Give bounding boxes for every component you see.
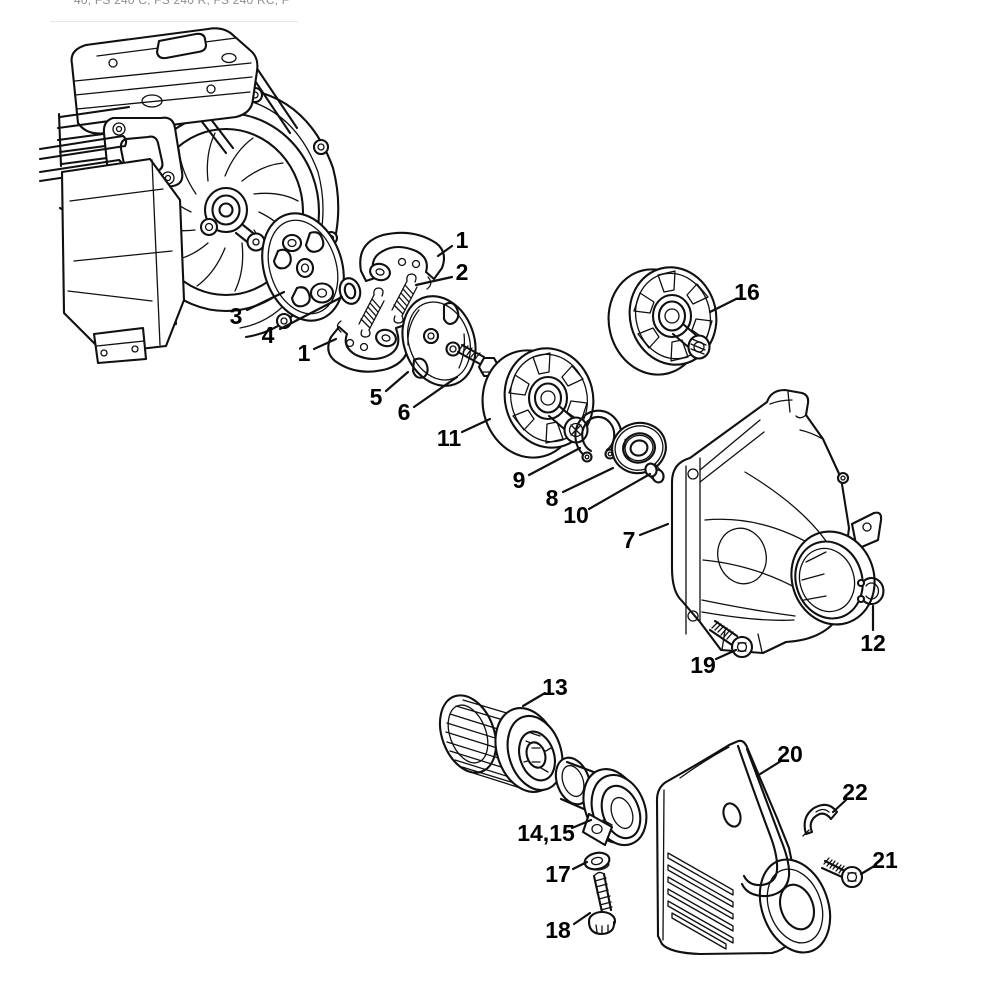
callout-leader-line bbox=[521, 691, 547, 708]
callout-label: 6 bbox=[398, 399, 411, 425]
callout-label: 11 bbox=[437, 425, 462, 451]
callout-label: 8 bbox=[546, 485, 559, 511]
part-clutch-drum-11 bbox=[481, 347, 595, 459]
callout-leader-line bbox=[831, 798, 848, 814]
part-bearing-8 bbox=[611, 421, 667, 475]
callout-label: 10 bbox=[563, 502, 589, 528]
callout-label: 1 bbox=[456, 227, 469, 253]
part-clamp-sleeve-14-15 bbox=[554, 756, 648, 847]
sleeve-ribs bbox=[445, 699, 531, 792]
callout-leader-line bbox=[570, 818, 593, 830]
page-header: 40, FS 240 C, FS 240 R, FS 240 RC, F bbox=[0, 0, 1000, 17]
callout-label: 13 bbox=[542, 674, 568, 700]
part-clip-22 bbox=[802, 803, 839, 837]
part-bushing-10 bbox=[644, 462, 665, 484]
cover-louvers bbox=[667, 852, 734, 950]
part-gear-housing-7 bbox=[670, 388, 883, 655]
callout-label: 16 bbox=[734, 279, 760, 305]
part-clutch-shoe-lower-1 bbox=[327, 320, 411, 373]
part-coupling-sleeve-13 bbox=[438, 694, 564, 793]
callout-label: 21 bbox=[872, 847, 898, 873]
part-circlip-12 bbox=[856, 576, 885, 606]
callout-label: 22 bbox=[842, 779, 868, 805]
callout-label: 4 bbox=[262, 322, 275, 348]
callout-label: 20 bbox=[777, 741, 803, 767]
callout-leader-line bbox=[708, 297, 738, 314]
part-washer-4 bbox=[338, 277, 362, 305]
callout-leader-line bbox=[245, 290, 286, 312]
callout-label: 5 bbox=[370, 384, 383, 410]
callout-label: 17 bbox=[545, 861, 571, 887]
callout-leader-line bbox=[414, 275, 454, 287]
callout-leader-line bbox=[278, 295, 344, 331]
callout-label: 2 bbox=[456, 259, 469, 285]
callout-label: 12 bbox=[860, 630, 886, 656]
callout-label: 9 bbox=[513, 467, 526, 493]
part-clutch-shoe-upper-1 bbox=[359, 231, 446, 290]
callout-leader-line bbox=[312, 337, 338, 351]
callout-leader-line bbox=[638, 522, 670, 537]
callout-leader-line bbox=[436, 244, 454, 258]
header-divider bbox=[50, 21, 298, 22]
callout-label: 1 bbox=[298, 340, 311, 366]
callout-leader-line bbox=[572, 911, 592, 926]
callout-leader-line bbox=[571, 860, 589, 871]
part-clutch-carrier-5 bbox=[401, 295, 477, 387]
callout-label: 3 bbox=[230, 303, 243, 329]
callout-leader-line bbox=[561, 466, 615, 494]
callout-leader-line bbox=[859, 863, 878, 876]
part-clutch-drum-16 bbox=[607, 266, 718, 376]
callout-leader-line bbox=[412, 375, 459, 409]
model-list-text: 40, FS 240 C, FS 240 R, FS 240 RC, F bbox=[74, 0, 290, 7]
callout-label: 18 bbox=[545, 917, 571, 943]
callout-leader-line bbox=[755, 759, 783, 778]
callout-leader-line bbox=[460, 417, 492, 434]
callout-leader-line bbox=[527, 446, 582, 477]
callout-label: 19 bbox=[690, 652, 716, 678]
callout-leader-line bbox=[384, 370, 410, 393]
part-screw-18 bbox=[587, 871, 617, 936]
part-fan-housing-20 bbox=[655, 739, 832, 956]
callout-leader-line bbox=[587, 472, 652, 511]
callout-leader-line bbox=[714, 648, 738, 661]
part-screw-21 bbox=[820, 857, 864, 889]
callout-label: 14,15 bbox=[517, 820, 575, 846]
part-clutch-springs-2 bbox=[358, 273, 418, 338]
callout-label: 7 bbox=[623, 527, 636, 553]
part-screw-19 bbox=[708, 619, 754, 659]
